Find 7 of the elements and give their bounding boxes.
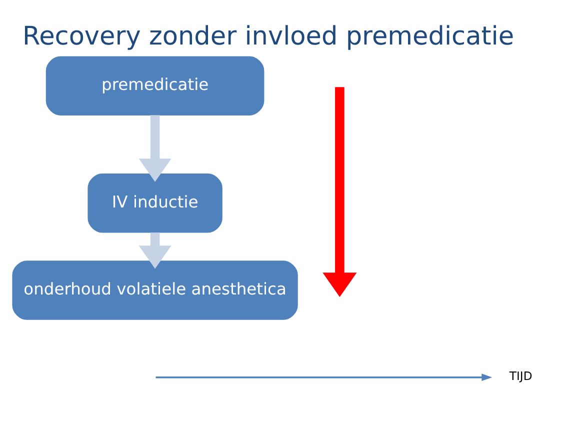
node-box: onderhoud volatiele anesthetica	[12, 260, 298, 320]
node-box: IV inductie	[88, 173, 222, 232]
node-box: premedicatie	[46, 56, 264, 115]
arrow	[138, 232, 172, 268]
label: TIJD	[509, 368, 532, 383]
diagram-title: Recovery zonder invloed premedicatie	[22, 21, 514, 52]
arrow	[138, 114, 172, 182]
